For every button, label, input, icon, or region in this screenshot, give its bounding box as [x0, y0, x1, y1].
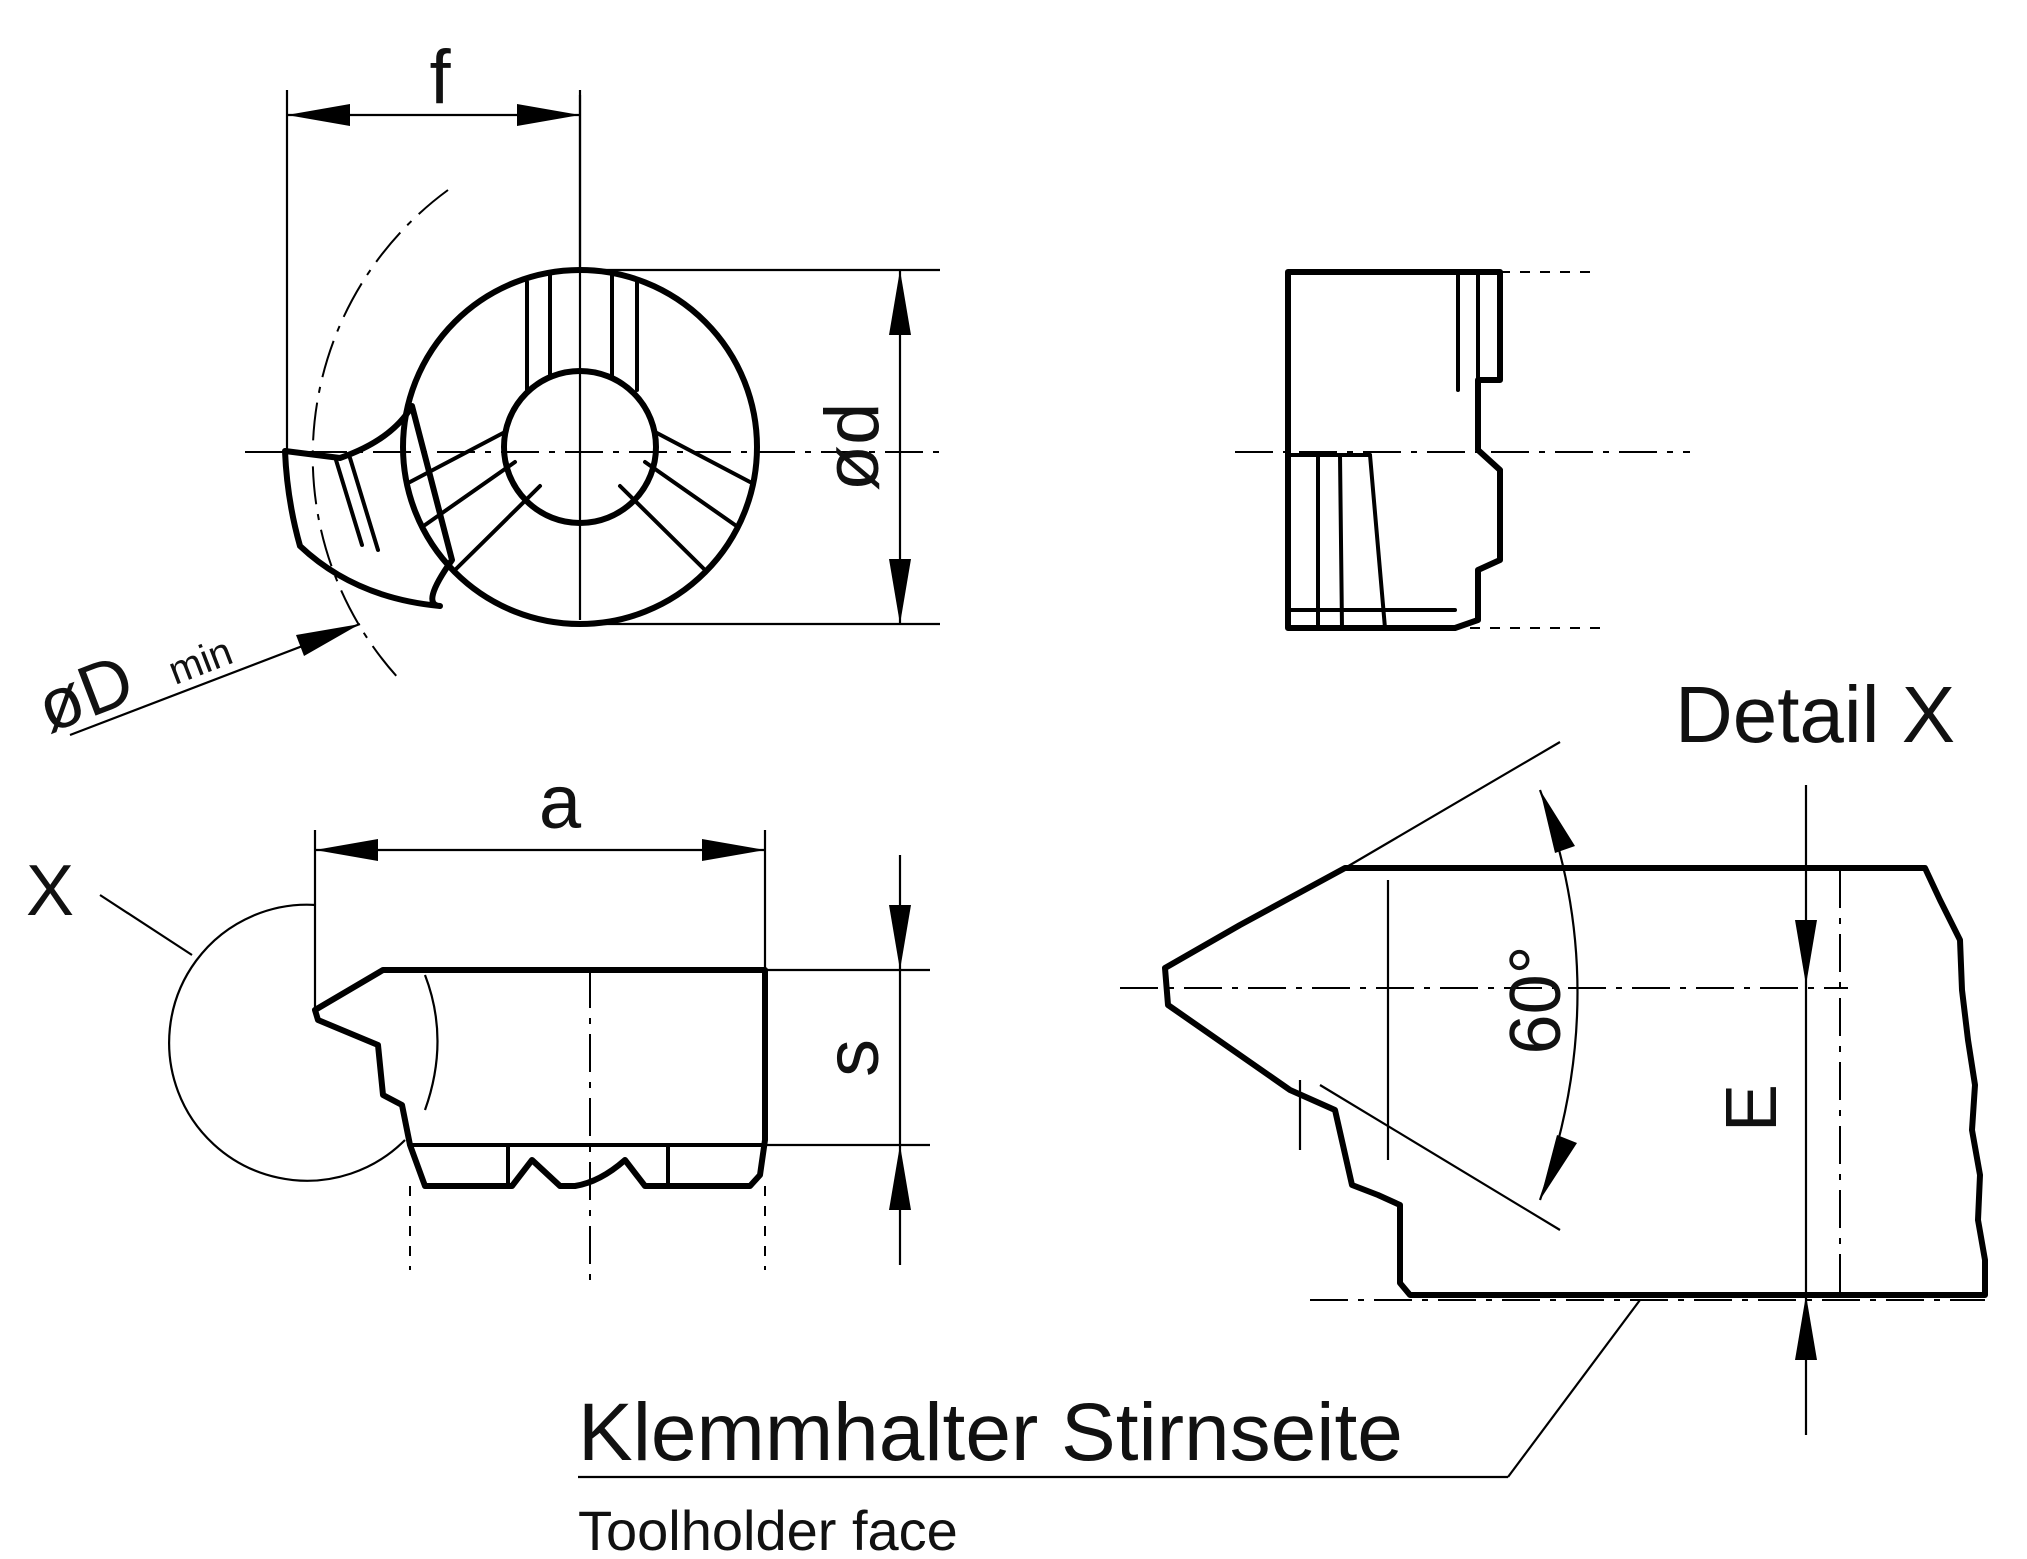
- toolholder-face-label-en: Toolholder face: [578, 1499, 958, 1559]
- toolholder-face-label-de: Klemmhalter Stirnseite: [578, 1387, 1403, 1478]
- top-view-body: [312, 967, 768, 1189]
- detail-title: Detail X: [1675, 670, 1955, 759]
- detail-marker-label: X: [26, 851, 74, 931]
- angle-label: 60°: [1496, 946, 1576, 1055]
- dimension-D-symbol: øD: [26, 639, 144, 748]
- dimension-s-label: s: [810, 1039, 895, 1077]
- top-view: [99, 830, 930, 1280]
- dimension-a-label: a: [539, 760, 582, 845]
- dimension-d-label: ød: [810, 403, 895, 492]
- dimension-D-min-label: øD min: [26, 629, 238, 748]
- front-view: [69, 90, 940, 737]
- dimension-D-subscript: min: [162, 629, 238, 693]
- side-view-body: [1285, 269, 1503, 631]
- dimension-E-label: E: [1712, 1084, 1792, 1132]
- side-view: [1235, 269, 1690, 631]
- detail-x-body: [1162, 865, 1988, 1298]
- detail-x-view: [578, 741, 1988, 1479]
- front-view-tip: [282, 403, 455, 609]
- dimension-f-label: f: [429, 35, 451, 120]
